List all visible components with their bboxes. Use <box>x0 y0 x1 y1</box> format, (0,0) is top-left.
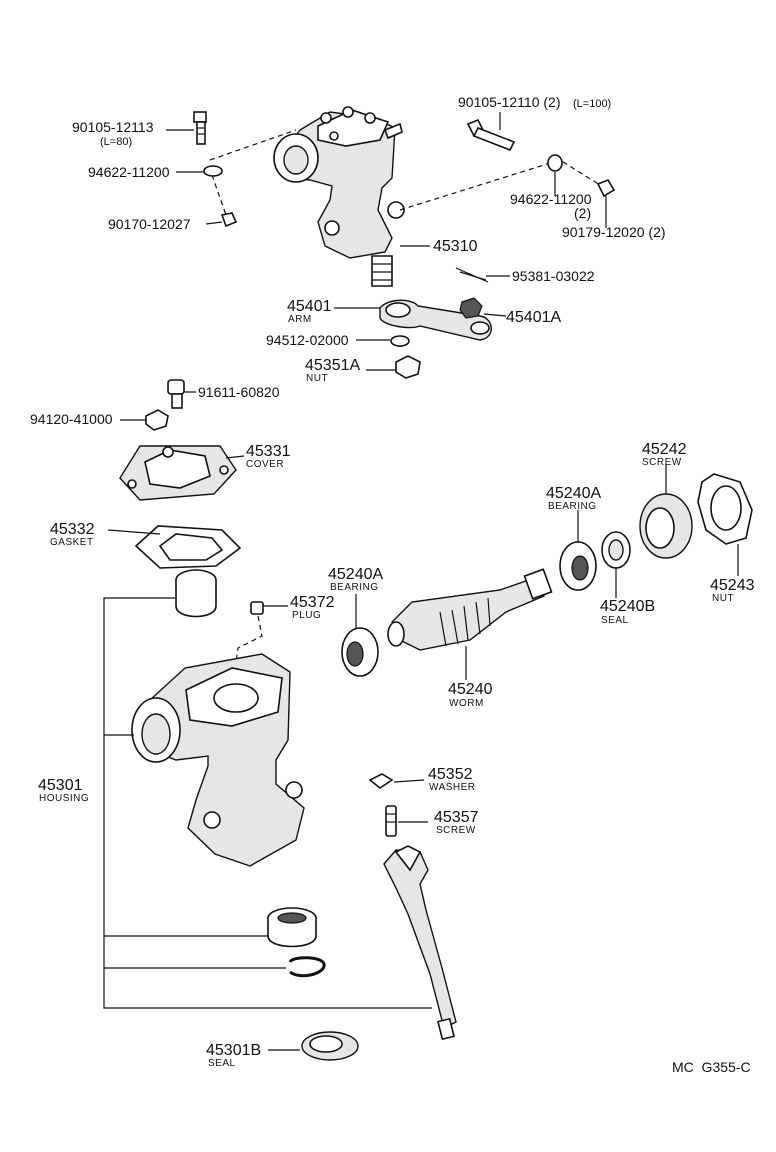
label-45301: 45301 <box>38 777 83 794</box>
label-45240A-top-bearing: BEARING <box>548 501 597 512</box>
label-90179-12020: 90179-12020 (2) <box>562 224 666 240</box>
snap-ring <box>288 956 326 978</box>
label-45357: 45357 <box>434 809 479 826</box>
label-45401-arm: ARM <box>288 314 312 325</box>
housing-45301 <box>131 653 305 867</box>
label-94622-11200-right-qty: (2) <box>574 205 591 221</box>
label-45357-screw: SCREW <box>436 825 476 836</box>
gasket-45332 <box>134 525 242 569</box>
washer-94622-11200-left <box>203 165 223 177</box>
washer-45352 <box>368 773 394 789</box>
label-45351A-nut: NUT <box>306 373 328 384</box>
label-45240A-left: 45240A <box>328 566 383 583</box>
nut-45401A <box>459 297 483 319</box>
label-45242-screw: SCREW <box>642 457 682 468</box>
leader-lines <box>107 112 739 1051</box>
label-45332: 45332 <box>50 521 95 538</box>
nut-90170-12027 <box>220 212 238 228</box>
nut-45351A <box>395 355 421 379</box>
label-91611-60820: 91611-60820 <box>198 384 280 400</box>
label-45240A-left-bearing: BEARING <box>330 582 379 593</box>
label-45331-cover: COVER <box>246 459 284 470</box>
housing-bracket <box>103 597 432 1009</box>
pitman-arm-45401 <box>379 299 492 341</box>
washer-94622-11200-right <box>547 154 563 172</box>
nut-90179-12020 <box>596 179 616 198</box>
lock-washer-94512-02000 <box>390 335 410 347</box>
label-45351A: 45351A <box>305 357 360 374</box>
adjusting-screw-45242 <box>639 493 693 559</box>
seal-45240B <box>601 531 631 569</box>
screw-45357 <box>385 805 397 837</box>
label-45401A: 45401A <box>506 309 561 326</box>
cover-45331 <box>119 445 237 501</box>
label-45240B: 45240B <box>600 598 655 615</box>
seal-45301B <box>301 1031 359 1061</box>
bushing-lower <box>267 907 317 948</box>
plug-dash-line <box>235 615 263 663</box>
label-90105-12113: 90105-12113 <box>72 119 154 135</box>
label-45352-washer: WASHER <box>429 782 476 793</box>
cotter-pin-95381-03022 <box>455 267 489 283</box>
label-94512-02000: 94512-02000 <box>266 332 349 348</box>
mount-line-left <box>209 129 297 161</box>
sector-shaft <box>383 845 457 1041</box>
nut-94120-41000 <box>145 409 169 431</box>
label-45243: 45243 <box>710 577 755 594</box>
label-45243-nut: NUT <box>712 593 734 604</box>
bolt-90105-12110 <box>466 118 516 152</box>
bearing-45240A-right <box>559 541 597 591</box>
label-90105-12110: 90105-12110 (2) <box>458 94 560 110</box>
label-45240B-seal: SEAL <box>601 615 629 626</box>
lock-nut-45243 <box>697 473 753 545</box>
label-90170-12027: 90170-12027 <box>108 216 191 232</box>
label-45372-plug: PLUG <box>292 610 321 621</box>
part-labels: 90105-12113 (L=80) 94622-11200 90170-120… <box>30 94 755 1075</box>
label-45401: 45401 <box>287 298 332 315</box>
bushing-upper <box>175 569 217 618</box>
gear-assembly-45310 <box>273 106 405 287</box>
plug-45372 <box>250 601 264 615</box>
label-45240A-top: 45240A <box>546 485 601 502</box>
diagram-code: MC G355-C <box>672 1059 751 1075</box>
label-45331: 45331 <box>246 443 291 460</box>
label-94622-11200-right: 94622-11200 <box>510 191 592 207</box>
label-45310: 45310 <box>433 238 478 255</box>
label-45301B: 45301B <box>206 1042 261 1059</box>
label-90105-12113-length: (L=80) <box>100 136 132 148</box>
label-45301-housing: HOUSING <box>39 793 89 804</box>
bearing-45240A-left <box>341 627 379 677</box>
label-94622-11200-left: 94622-11200 <box>88 164 170 180</box>
label-94120-41000: 94120-41000 <box>30 411 113 427</box>
label-45332-gasket: GASKET <box>50 537 94 548</box>
mount-line-left-down <box>211 174 227 216</box>
label-95381-03022: 95381-03022 <box>512 268 595 284</box>
plug-91611-60820 <box>167 379 185 409</box>
label-45240: 45240 <box>448 681 493 698</box>
worm-shaft-45240 <box>387 568 553 651</box>
label-45240-worm: WORM <box>449 698 484 709</box>
bolt-90105-12113 <box>193 111 207 145</box>
label-90105-12110-length: (L=100) <box>573 98 611 110</box>
label-45301B-seal: SEAL <box>208 1058 236 1069</box>
label-45372: 45372 <box>290 594 335 611</box>
mount-line-right <box>399 159 601 211</box>
label-45242: 45242 <box>642 441 687 458</box>
label-45352: 45352 <box>428 766 473 783</box>
